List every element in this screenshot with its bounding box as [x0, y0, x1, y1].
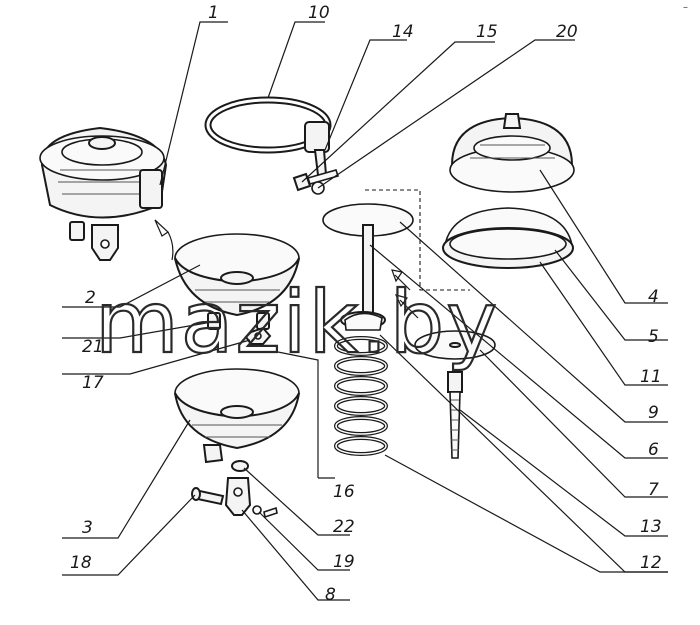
callout-17: 17 [82, 373, 104, 393]
callout-5: 5 [648, 327, 659, 347]
part-3-lower-bowl [174, 368, 300, 464]
callout-8: 8 [325, 585, 336, 605]
part-5-diaphragm [442, 207, 574, 269]
callout-11: 11 [640, 367, 662, 387]
callout-20: 20 [556, 22, 578, 42]
part-14-15-20-fasteners [292, 169, 340, 195]
callout-4: 4 [648, 287, 659, 307]
callout-16: 16 [333, 482, 355, 502]
callout-18: 18 [70, 553, 92, 573]
part-2-upper-bowl [174, 233, 300, 330]
callout-13: 13 [640, 517, 662, 537]
callout-14: 14 [392, 22, 414, 42]
callout-3: 3 [82, 518, 93, 538]
callout-2: 2 [85, 288, 96, 308]
callout-12: 12 [640, 553, 662, 573]
part-8-fork-assembly [191, 460, 278, 519]
callout-7: 7 [648, 480, 659, 500]
part-4-cover [449, 113, 575, 193]
callout-15: 15 [476, 22, 498, 42]
part-7-small-disc [414, 330, 496, 360]
callout-9: 9 [648, 403, 659, 423]
part-13-bolt [447, 371, 463, 459]
callout-19: 19 [333, 552, 355, 572]
corner-mark: – [683, 2, 688, 13]
callout-numbers: 1 10 14 15 20 2 21 17 3 18 16 22 19 8 4 … [70, 3, 662, 605]
part-12-spring [334, 311, 388, 456]
callout-10: 10 [308, 3, 330, 23]
leader-lines [62, 21, 668, 601]
callout-1: 1 [208, 3, 219, 23]
part-1-assembled-chamber [39, 126, 168, 261]
callout-21: 21 [82, 337, 104, 357]
part-9-disc-rod [322, 203, 414, 314]
part-10-clamp-ring [204, 96, 332, 176]
watermark-text: mazik.by [95, 273, 499, 373]
callout-6: 6 [648, 440, 659, 460]
part-17-21-nuts [244, 326, 272, 345]
callout-22: 22 [333, 517, 355, 537]
